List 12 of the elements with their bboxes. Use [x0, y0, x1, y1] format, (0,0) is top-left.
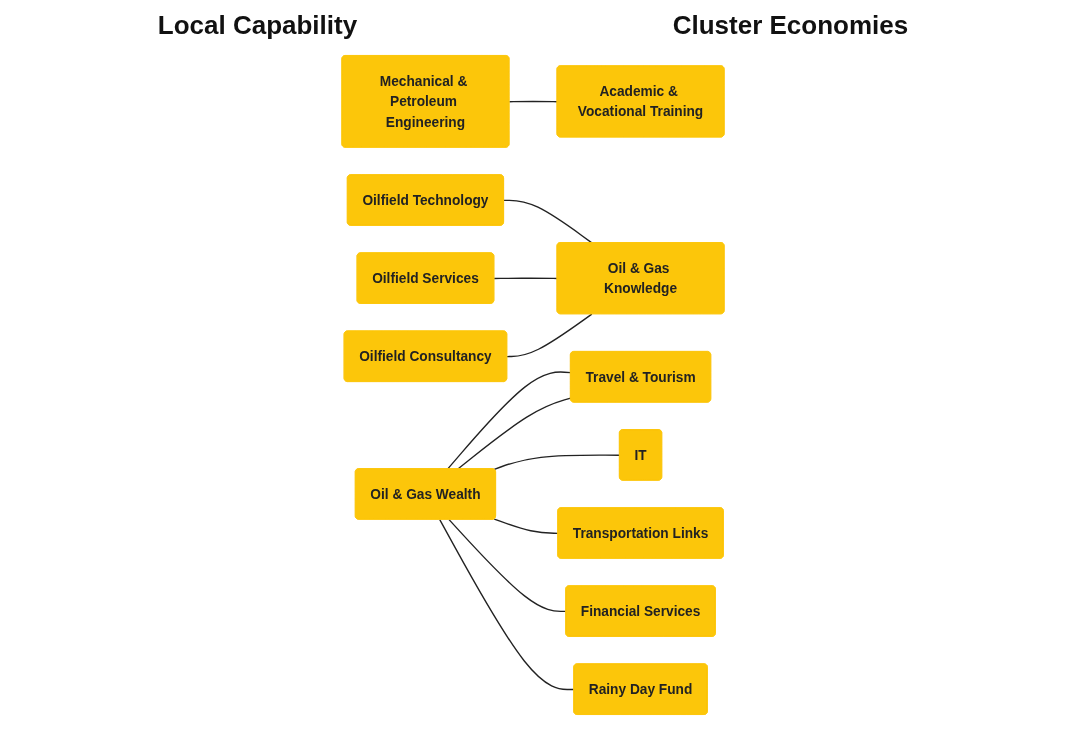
connector: [457, 397, 572, 470]
connector: [493, 277, 558, 280]
connector: [493, 518, 559, 534]
connector: [506, 313, 593, 358]
connector: [448, 518, 567, 613]
connector: [447, 371, 572, 470]
connector: [503, 199, 593, 244]
connector: [508, 100, 558, 103]
connector: [439, 518, 575, 691]
section-heading: Cluster Economies: [672, 9, 909, 41]
connector: [493, 454, 621, 471]
section-heading: Local Capability: [157, 9, 358, 41]
